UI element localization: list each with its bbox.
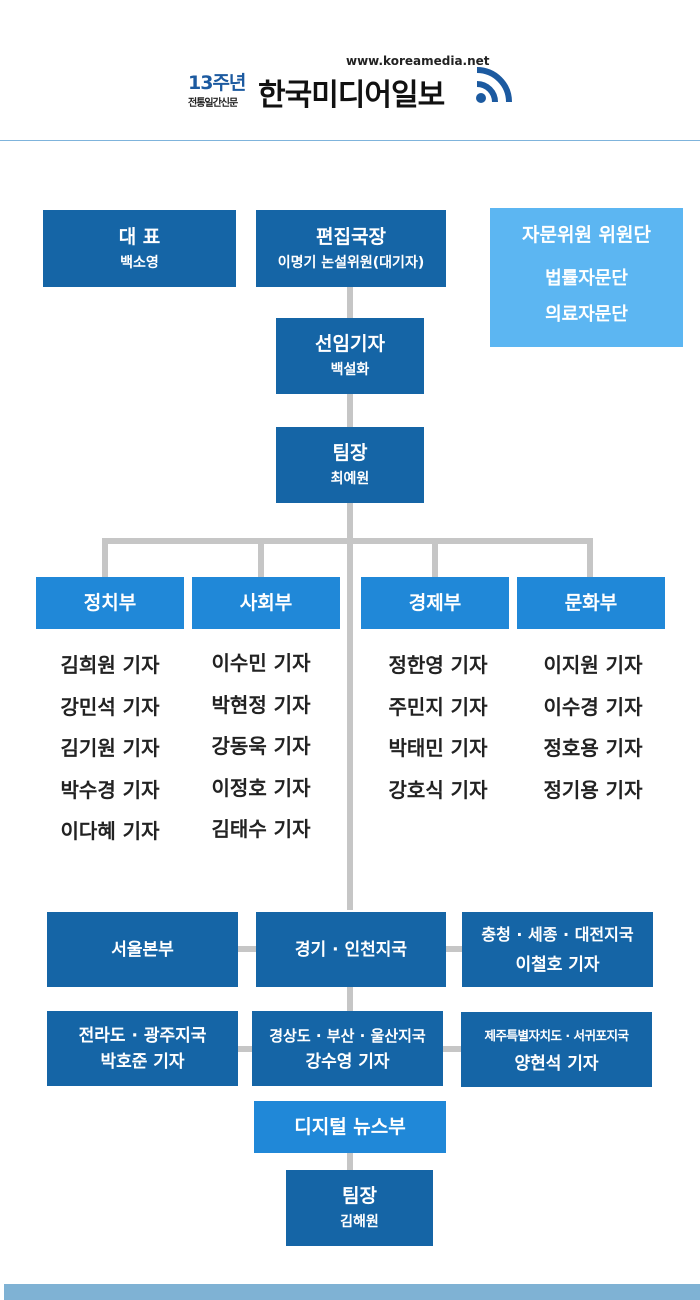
member: 정기용 기자 (543, 777, 643, 802)
member: 박태민 기자 (388, 736, 488, 760)
department-society: 사회부 (192, 577, 340, 629)
logo-name: 한국미디어일보 (258, 78, 445, 113)
bureau-name: 이철호 기자 (515, 954, 600, 975)
bureau-title: 충청 · 세종 · 대전지국 (481, 924, 634, 944)
society-members: 이수민 기자 박현정 기자 강동욱 기자 이정호 기자 김태수 기자 (181, 643, 341, 851)
department-name: 문화부 (564, 592, 618, 614)
ceo-box: 대 표 백소영 (43, 210, 236, 287)
bureau-gyeonggi: 경기 · 인천지국 (256, 912, 446, 987)
member: 정호용 기자 (543, 736, 643, 760)
member: 김태수 기자 (211, 817, 311, 841)
editor-name: 이명기 논설위원(대기자) (277, 254, 425, 271)
bureau-jeolla: 전라도 · 광주지국 박호준 기자 (47, 1011, 238, 1086)
department-name: 경제부 (408, 592, 462, 614)
bureau-jeju: 제주특별자치도 · 서귀포지국 양현석 기자 (461, 1012, 652, 1087)
department-name: 사회부 (239, 592, 293, 614)
bureau-chungcheong: 충청 · 세종 · 대전지국 이철호 기자 (462, 912, 653, 987)
bureau-title: 제주특별자치도 · 서귀포지국 (484, 1027, 629, 1043)
bureau-title: 경기 · 인천지국 (294, 939, 408, 960)
senior-name: 백설화 (330, 362, 370, 378)
ceo-title: 대 표 (118, 225, 161, 248)
advisory-title: 자문위원 위원단 (522, 223, 651, 246)
member: 주민지 기자 (388, 694, 488, 719)
department-economy: 경제부 (361, 577, 509, 629)
advisory-item: 의료자문단 (545, 303, 628, 325)
team-lead-title: 팀장 (332, 442, 368, 464)
advisory-box: 자문위원 위원단 법률자문단 의료자문단 (490, 208, 683, 347)
member: 김희원 기자 (60, 653, 160, 677)
member: 이수민 기자 (211, 651, 311, 675)
bureau-title: 서울본부 (111, 939, 174, 960)
senior-box: 선임기자 백설화 (276, 318, 424, 394)
editor-box: 편집국장 이명기 논설위원(대기자) (256, 210, 446, 287)
department-politics: 정치부 (36, 577, 184, 629)
member: 김기원 기자 (60, 736, 160, 760)
member: 이정호 기자 (211, 775, 311, 800)
member: 이지원 기자 (543, 653, 643, 677)
member: 강호식 기자 (388, 777, 488, 802)
bureau-title: 경상도 · 부산 · 울산지국 (269, 1026, 426, 1045)
editor-title: 편집국장 (316, 225, 386, 248)
digital-news-title: 디지털 뉴스부 (294, 1116, 406, 1138)
bureau-title: 전라도 · 광주지국 (78, 1025, 207, 1046)
bureau-name: 박호준 기자 (100, 1051, 185, 1072)
digital-lead-name: 김해원 (340, 1214, 379, 1230)
signal-icon (476, 67, 512, 103)
logo-tagline: 전통일간신문 (188, 98, 238, 109)
senior-title: 선임기자 (315, 333, 385, 355)
logo: www.koreamedia.net 13주년 전통일간신문 한국미디어일보 (188, 52, 518, 113)
member: 이다혜 기자 (60, 819, 160, 843)
bureau-name: 양현석 기자 (514, 1053, 599, 1074)
bureau-name: 강수영 기자 (305, 1051, 390, 1072)
bureau-gyeongsang: 경상도 · 부산 · 울산지국 강수영 기자 (252, 1011, 443, 1086)
member: 강민석 기자 (60, 694, 160, 719)
team-lead-box: 팀장 최예원 (276, 427, 424, 503)
logo-url: www.koreamedia.net (346, 54, 490, 68)
header-divider (0, 140, 700, 141)
member: 이수경 기자 (543, 694, 643, 719)
logo-anniversary: 13주년 (188, 72, 246, 94)
advisory-item: 법률자문단 (545, 267, 628, 289)
bureau-seoul: 서울본부 (47, 912, 238, 987)
digital-lead-title: 팀장 (342, 1185, 377, 1207)
digital-lead-box: 팀장 김해원 (286, 1170, 433, 1246)
member: 박수경 기자 (60, 777, 160, 802)
member: 박현정 기자 (211, 692, 311, 717)
politics-members: 김희원 기자 강민석 기자 김기원 기자 박수경 기자 이다혜 기자 (30, 645, 190, 853)
department-culture: 문화부 (517, 577, 665, 629)
footer-bar (4, 1284, 700, 1300)
department-name: 정치부 (83, 592, 137, 614)
ceo-name: 백소영 (120, 254, 159, 271)
team-lead-name: 최예원 (330, 471, 370, 487)
economy-members: 정한영 기자 주민지 기자 박태민 기자 강호식 기자 (358, 645, 518, 811)
member: 정한영 기자 (388, 653, 488, 677)
member: 강동욱 기자 (211, 734, 311, 758)
culture-members: 이지원 기자 이수경 기자 정호용 기자 정기용 기자 (513, 645, 673, 811)
digital-news-box: 디지털 뉴스부 (254, 1101, 446, 1153)
